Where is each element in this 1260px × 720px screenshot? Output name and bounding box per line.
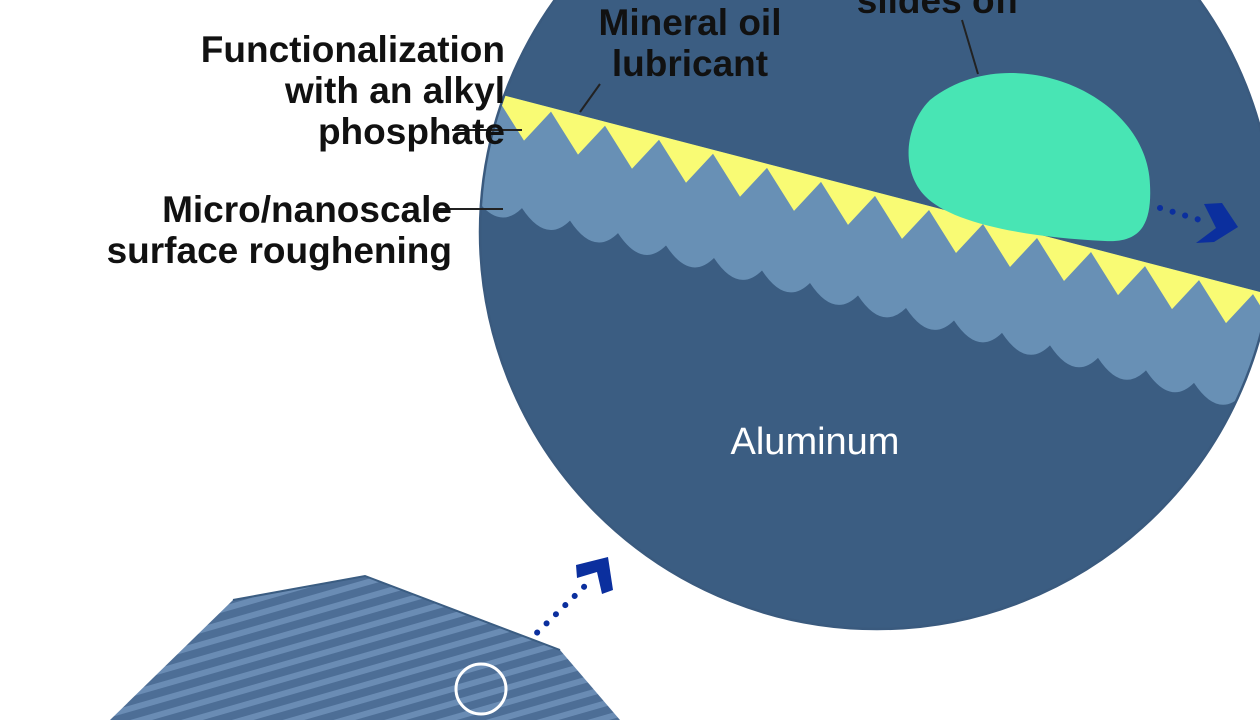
label-roughening: Micro/nanoscale surface roughening (106, 189, 452, 271)
zoom-location-marker (454, 662, 508, 716)
droplet (908, 73, 1151, 242)
magnified-circle-outline (478, 0, 1260, 631)
roughened-layer (480, 86, 1260, 423)
leader-line-lubricant (579, 83, 601, 113)
magnified-view (480, 0, 1260, 629)
aluminum-block (110, 574, 620, 720)
zoom-arrow-icon (506, 557, 613, 663)
label-aluminum: Aluminum (730, 421, 900, 463)
lubricant-layer (480, 86, 1260, 352)
label-slides-off: slides off (856, 0, 1020, 21)
label-functionalization: Functionalization with an alkyl phosphat… (200, 29, 505, 152)
label-lubricant: Mineral oil lubricant (598, 2, 782, 84)
slide-off-arrow-icon (1157, 203, 1238, 243)
leader-line-slides-off (961, 19, 979, 75)
